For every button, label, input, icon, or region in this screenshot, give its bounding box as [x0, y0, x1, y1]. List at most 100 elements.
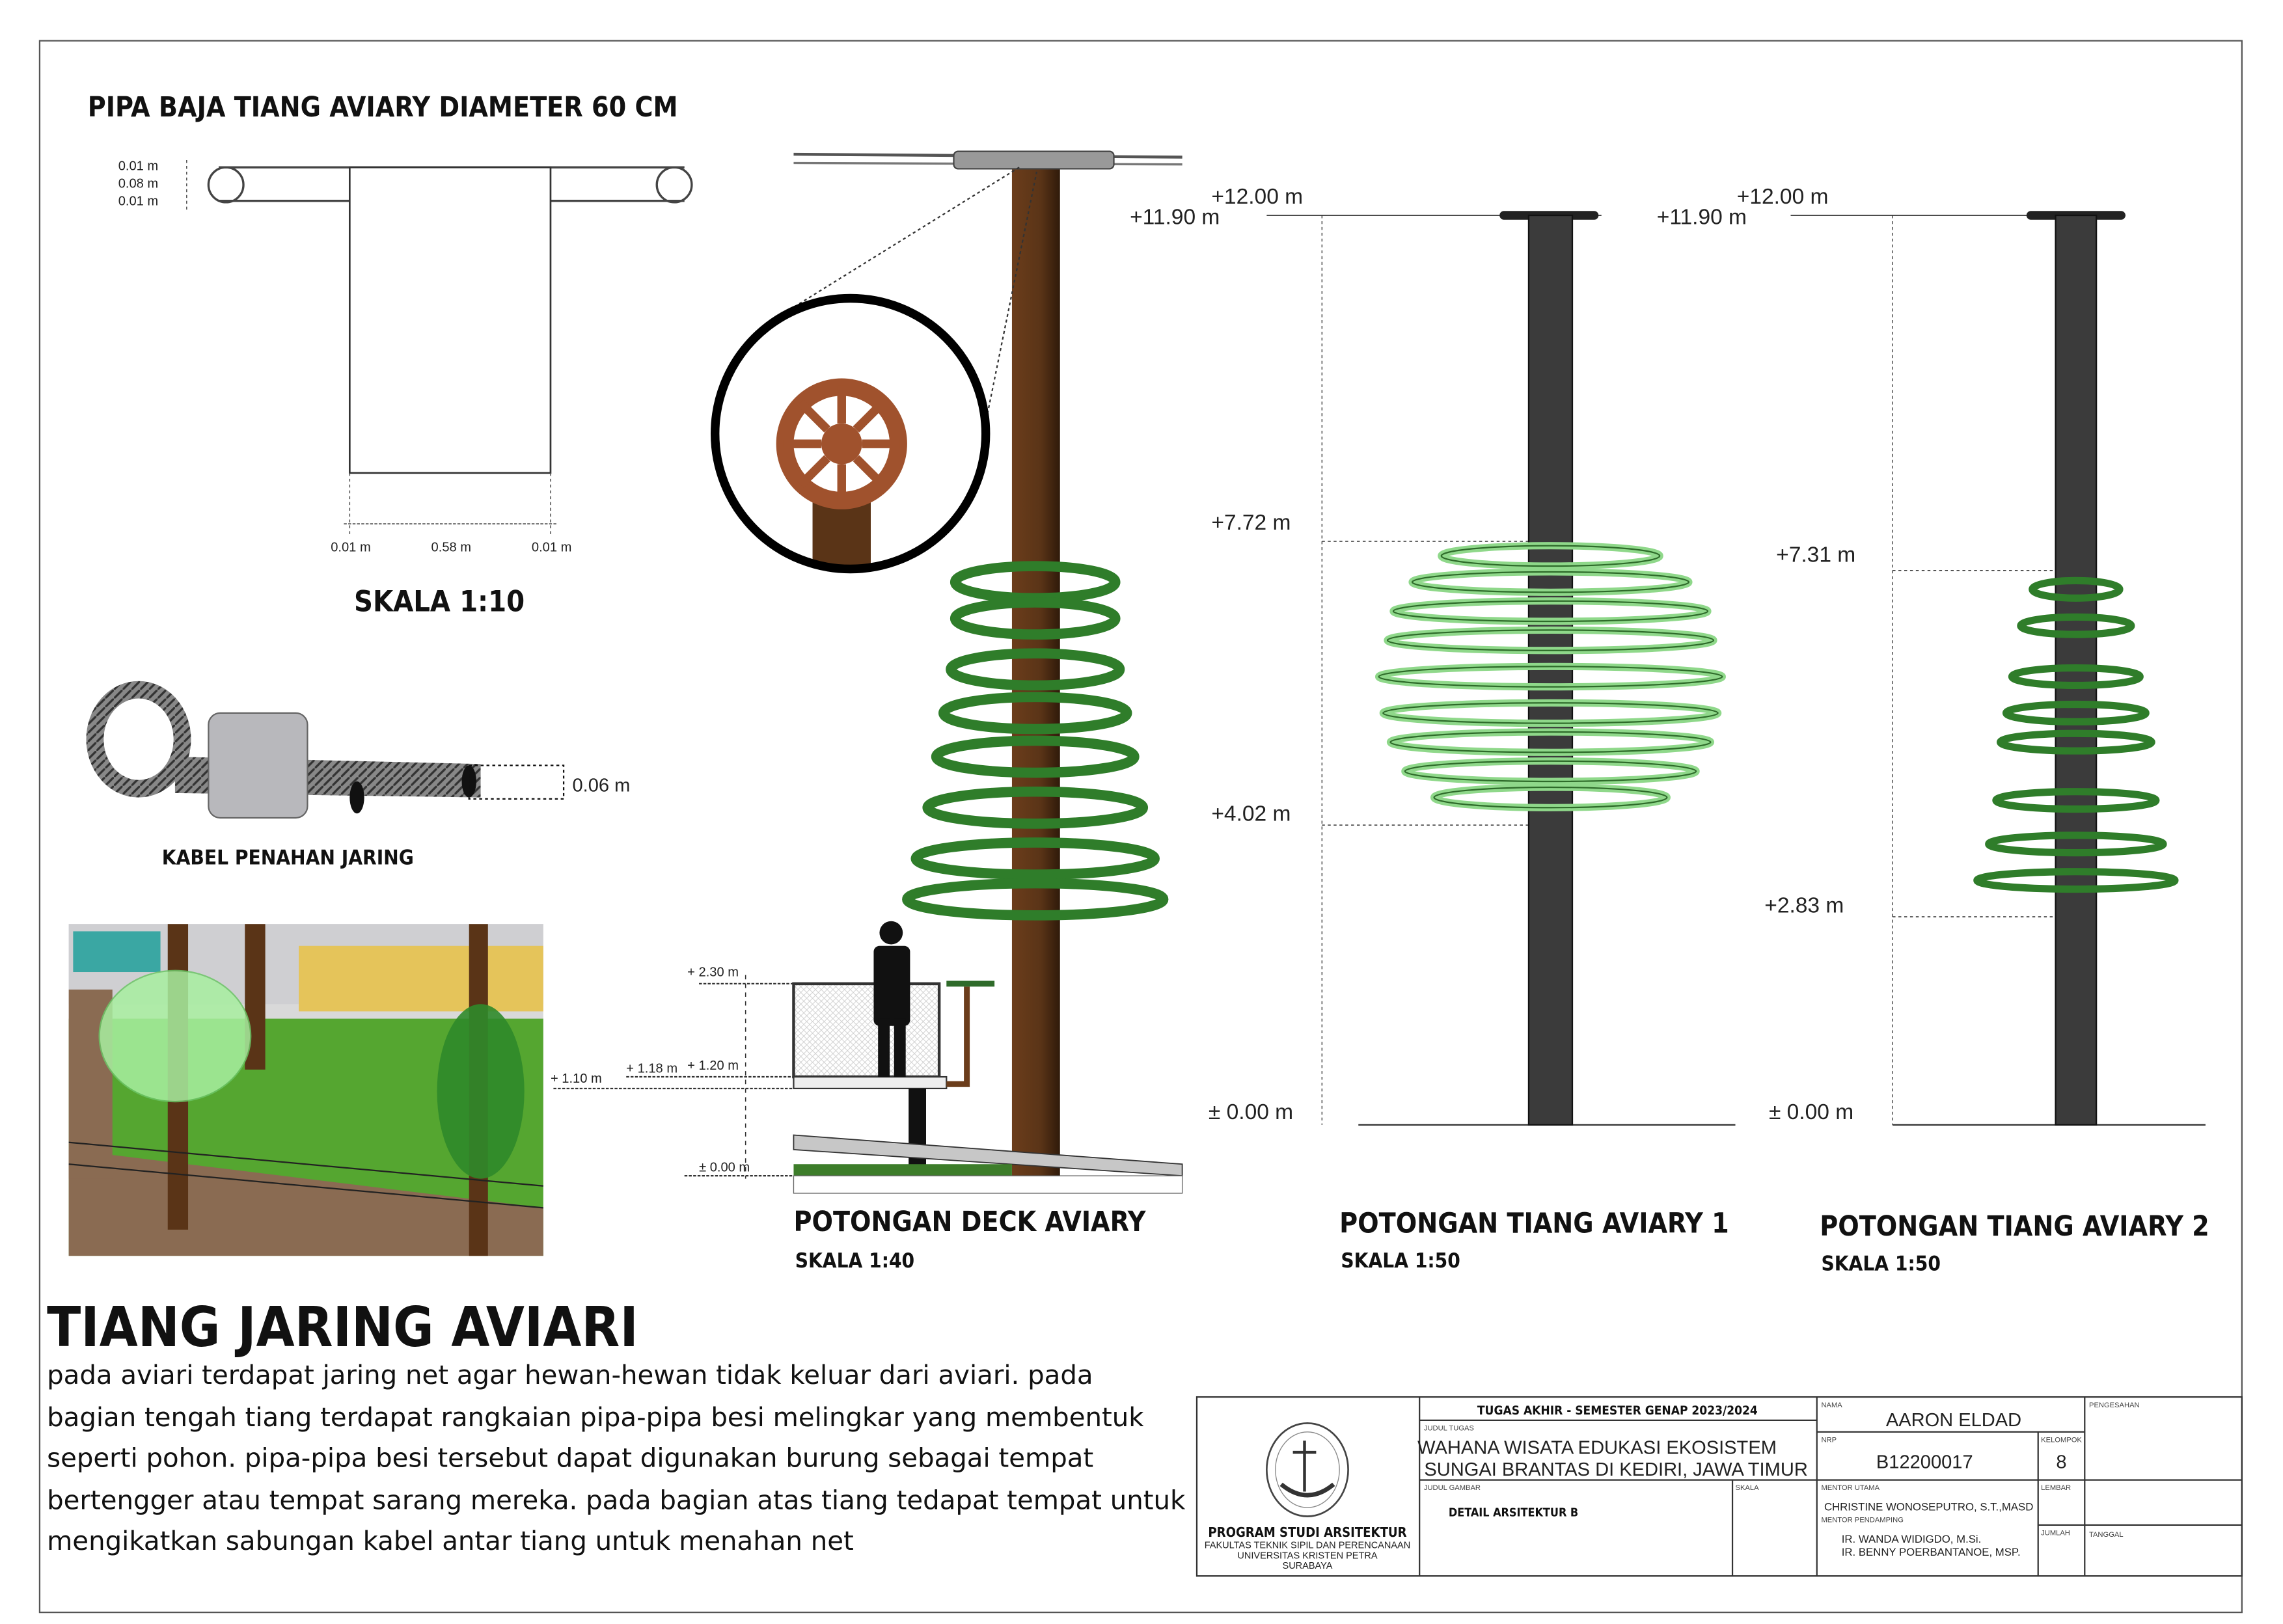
deck-ring-pipe	[931, 735, 1140, 778]
deck-level-120: + 1.20 m	[687, 1059, 739, 1073]
mentor-pendamping-label: MENTOR PENDAMPING	[1821, 1516, 1903, 1524]
kelompok-label: KELOMPOK	[2041, 1436, 2082, 1444]
mentor-utama-label: MENTOR UTAMA	[1821, 1484, 1880, 1492]
description-line: pada aviari terdapat jaring net agar hew…	[47, 1360, 1093, 1390]
deck-level-110: + 1.10 m	[551, 1072, 602, 1086]
judul-tugas-line-2: SUNGAI BRANTAS DI KEDIRI, JAWA TIMUR	[1424, 1459, 1807, 1480]
pole1-level-000: ± 0.00 m	[1209, 1100, 1293, 1124]
pole1-ring-outline	[1389, 731, 1712, 753]
description-heading: TIANG JARING AVIARI	[47, 1295, 638, 1360]
pole-section-2: +12.00 m +11.90 m +7.31 m +2.83 m ± 0.00…	[1657, 185, 2209, 1275]
deck-ring-pipe	[902, 878, 1169, 921]
mentor-pendamping-2: IR. BENNY POERBANTANOE, MSP.	[1842, 1546, 2021, 1558]
pole2-title: POTONGAN TIANG AVIARY 2	[1820, 1211, 2209, 1243]
wheel-spoke	[797, 455, 830, 489]
title-block-text: PROGRAM STUDI ARSITEKTUR FAKULTAS TEKNIK…	[1205, 1401, 2140, 1571]
semester-label: TUGAS AKHIR - SEMESTER GENAP 2023/2024	[1477, 1403, 1758, 1418]
faculty-name: FAKULTAS TEKNIK SIPIL DAN PERENCANAAN	[1205, 1541, 1410, 1551]
pole2-ring-pipe	[1992, 788, 2160, 813]
student-name: AARON ELDAD	[1886, 1410, 2021, 1431]
kelompok-value: 8	[2056, 1452, 2066, 1473]
pole2-ring-pipe	[1996, 729, 2155, 755]
sheet-border	[38, 40, 2243, 1614]
skala-label: SKALA	[1736, 1484, 1760, 1492]
pole1-level-1200: +12.00 m	[1211, 185, 1303, 209]
nrp-label: NRP	[1821, 1436, 1837, 1444]
pole2-ring-pipe	[2017, 613, 2135, 638]
pole2-ring-pipe	[1985, 832, 2167, 857]
dim-bottom-1: 0.01 m	[331, 541, 370, 555]
pipe-ring-left	[207, 166, 245, 204]
judul-tugas-line-1: WAHANA WISATA EDUKASI EKOSISTEM	[1417, 1437, 1777, 1458]
city-name: SURABAYA	[1283, 1561, 1333, 1571]
description: TIANG JARING AVIARI pada aviari terdapat…	[47, 1295, 1186, 1556]
pole2-scale: SKALA 1:50	[1821, 1252, 1940, 1276]
pole1-ring-outline	[1382, 702, 1719, 724]
dim-bottom-3: 0.01 m	[532, 541, 571, 555]
wheel-spoke	[853, 455, 886, 489]
university-name: UNIVERSITAS KRISTEN PETRA	[1237, 1550, 1377, 1561]
title-block	[1196, 1396, 2243, 1577]
mentor-utama: CHRISTINE WONOSEPUTRO, S.T.,MASD	[1824, 1501, 2033, 1513]
pole1-ring-outline	[1411, 571, 1690, 593]
pipe-detail: PIPA BAJA TIANG AVIARY DIAMETER 60 CM 0.…	[88, 92, 693, 618]
pole1-ring-outline	[1378, 666, 1723, 688]
pengesahan-label: PENGESAHAN	[2089, 1401, 2140, 1409]
pole1-title: POTONGAN TIANG AVIARY 1	[1339, 1208, 1729, 1239]
pipe-detail-title: PIPA BAJA TIANG AVIARY DIAMETER 60 CM	[88, 92, 678, 124]
pole1-ring-outline	[1392, 600, 1709, 623]
pole1-level-772: +7.72 m	[1211, 511, 1291, 535]
dim-bottom-2: 0.58 m	[431, 541, 471, 555]
pole1-ring-outline	[1404, 760, 1697, 783]
dim-left-2: 0.08 m	[118, 177, 158, 191]
deck-section-scale: SKALA 1:40	[795, 1249, 914, 1273]
render-net-tree	[437, 1004, 525, 1179]
pole2-level-000: ± 0.00 m	[1769, 1100, 1853, 1124]
cable-detail-label: KABEL PENAHAN JARING	[162, 846, 414, 870]
deck-ring-pipe	[910, 837, 1160, 880]
pole2-ring-pipe	[1973, 868, 2179, 893]
nama-label: NAMA	[1821, 1401, 1842, 1409]
cable-detail: 0.06 m KABEL PENAHAN JARING	[86, 681, 631, 870]
person-silhouette	[873, 921, 910, 1077]
dim-left-3: 0.01 m	[118, 194, 158, 208]
description-line: bertengger atau tempat sarang mereka. pa…	[47, 1485, 1186, 1515]
pipe-detail-scale: SKALA 1:10	[354, 584, 525, 618]
deck-section-title: POTONGAN DECK AVIARY	[793, 1206, 1146, 1238]
pole2-level-731: +7.31 m	[1776, 543, 1855, 567]
wheel-spoke	[797, 399, 830, 433]
tanggal-label: TANGGAL	[2089, 1531, 2124, 1539]
judul-gambar-label: JUDUL GAMBAR	[1424, 1484, 1481, 1492]
deck-ring-pipe	[950, 597, 1121, 640]
dim-left-1: 0.01 m	[118, 159, 158, 174]
pole1-ring-outline	[1386, 629, 1715, 651]
pole2-ring-pipe	[2008, 664, 2144, 690]
judul-tugas-label: JUDUL TUGAS	[1424, 1425, 1474, 1433]
cable-connection-detail-circle	[710, 293, 991, 574]
cable-dim: 0.06 m	[573, 776, 631, 796]
university-logo	[1266, 1422, 1349, 1517]
pipe-body	[348, 166, 552, 474]
deck-ring-pipe	[938, 692, 1132, 735]
deck-level-118: + 1.18 m	[626, 1061, 677, 1076]
pole2-ring-pipe	[2002, 700, 2150, 725]
judul-gambar: DETAIL ARSITEKTUR B	[1449, 1506, 1578, 1519]
pole2-level-1190: +11.90 m	[1657, 205, 1747, 229]
deck-ring-pipe	[922, 786, 1149, 829]
pole1-ring-outline	[1433, 786, 1668, 809]
pole2-level-1200: +12.00 m	[1737, 185, 1829, 209]
pole1-scale: SKALA 1:50	[1341, 1249, 1460, 1273]
mentor-pendamping-1: IR. WANDA WIDIGDO, M.Si.	[1842, 1533, 1982, 1545]
pipe-ring-right	[655, 166, 693, 204]
jumlah-label: JUMLAH	[2041, 1530, 2070, 1537]
program-name: PROGRAM STUDI ARSITEKTUR	[1208, 1524, 1406, 1540]
description-line: seperti pohon. pipa-pipa besi tersebut d…	[47, 1443, 1093, 1473]
pole1-level-402: +4.02 m	[1211, 802, 1291, 826]
deck-level-000: ± 0.00 m	[699, 1160, 750, 1174]
pole2-level-283: +2.83 m	[1764, 893, 1844, 917]
wheel-spoke	[853, 399, 886, 433]
deck-ring-pipe	[946, 648, 1125, 691]
deck-section: + 2.30 m + 1.18 m + 1.20 m + 1.10 m ± 0.…	[551, 150, 1183, 1273]
aviary-render	[68, 924, 543, 1256]
